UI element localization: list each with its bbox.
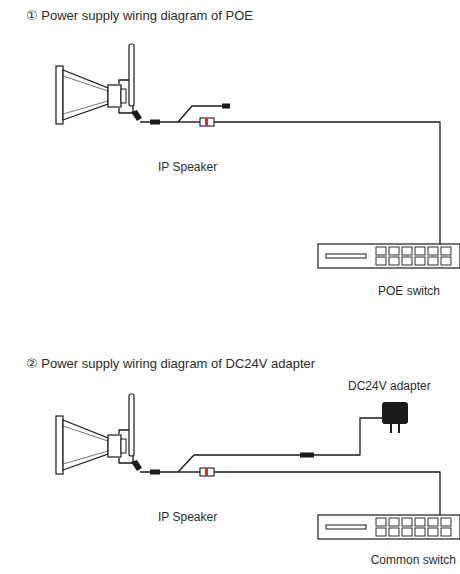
switch-port [389, 528, 399, 536]
switch-port [389, 518, 399, 526]
adapter-cable [314, 418, 382, 455]
switch-port [428, 247, 438, 255]
horn-rim [56, 66, 63, 124]
cable [178, 121, 200, 122]
cable-branch [178, 455, 300, 472]
connector-stripe [205, 118, 208, 126]
driver-body [108, 85, 121, 107]
device-label: POE switch [378, 284, 440, 298]
horn [63, 70, 108, 120]
switch-slot [326, 525, 366, 529]
dc-plug [150, 470, 160, 475]
rj45-connector [200, 468, 214, 476]
section-heading: ② Power supply wiring diagram of DC24V a… [26, 356, 315, 372]
adapter-prong [398, 424, 400, 433]
switch-port [415, 247, 425, 255]
switch-port [376, 528, 386, 536]
section-heading: ① Power supply wiring diagram of POE [26, 8, 253, 24]
network-cable [214, 122, 440, 244]
driver-body [108, 435, 121, 457]
rj45-connector [200, 118, 214, 126]
switch-port [402, 528, 412, 536]
antenna [129, 394, 134, 456]
switch-port [441, 257, 451, 265]
dc-plug [222, 104, 230, 109]
dc-plug [300, 453, 314, 458]
cable [178, 471, 200, 472]
switch-port [402, 518, 412, 526]
dc-adapter [382, 402, 408, 424]
antenna [129, 44, 134, 106]
switch-port [376, 247, 386, 255]
device-label: Common switch [371, 553, 456, 567]
switch-port [415, 518, 425, 526]
horn-line [63, 451, 108, 464]
device-label: IP Speaker [158, 160, 217, 174]
switch-port [415, 257, 425, 265]
adapter-prong [390, 424, 392, 433]
switch-port [428, 528, 438, 536]
switch-port [402, 257, 412, 265]
switch-body [318, 515, 460, 539]
switch-port [441, 518, 451, 526]
horn-rim [56, 416, 63, 474]
device-label: IP Speaker [158, 510, 217, 524]
switch-port [402, 247, 412, 255]
ip-speaker [56, 44, 142, 124]
switch-port [376, 257, 386, 265]
driver-cap [121, 89, 126, 103]
switch-port [389, 247, 399, 255]
cable-gland [131, 110, 142, 121]
connector-stripe [205, 468, 208, 476]
dc-plug [150, 120, 160, 125]
switch-port [441, 247, 451, 255]
network-cable [214, 472, 440, 515]
driver-cap [121, 439, 126, 453]
switch-body [318, 244, 460, 268]
cable-gland [131, 460, 142, 471]
switch-port [389, 257, 399, 265]
switch-port [415, 528, 425, 536]
horn-line [63, 76, 108, 91]
ip-speaker [56, 394, 142, 474]
horn [63, 420, 108, 470]
horn-line [63, 101, 108, 114]
switch-port [376, 518, 386, 526]
switch-slot [326, 254, 366, 258]
horn-line [63, 426, 108, 441]
device-label: DC24V adapter [348, 379, 431, 393]
switch-port [428, 518, 438, 526]
switch-port [441, 528, 451, 536]
switch-port [428, 257, 438, 265]
